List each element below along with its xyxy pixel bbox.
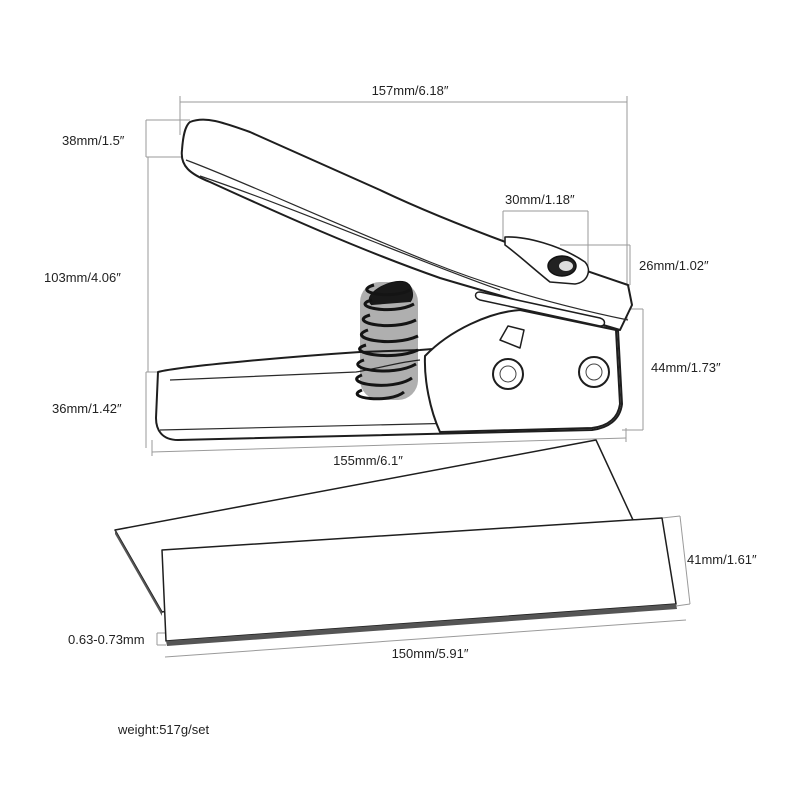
lever-handle (180, 118, 633, 331)
label-strip-length: 150mm/5.91″ (392, 646, 469, 661)
punch-tool (155, 118, 633, 441)
label-handle-thickness: 38mm/1.5″ (62, 133, 125, 148)
pivot-tab (499, 325, 525, 349)
rivet-left (492, 358, 524, 390)
label-total-length: 157mm/6.18″ (372, 83, 449, 98)
pick-strips (114, 439, 677, 646)
spring-coil (355, 280, 419, 401)
slot-roller-highlight (559, 261, 573, 271)
strip-back-side (115, 530, 162, 616)
label-strip-thickness: 0.63-0.73mm (68, 632, 145, 647)
label-strip-width: 41mm/1.61″ (687, 552, 757, 567)
label-base-height: 36mm/1.42″ (52, 401, 122, 416)
dimension-labels: 157mm/6.18″ 38mm/1.5″ 103mm/4.06″ 30mm/1… (44, 83, 757, 737)
label-total-height: 103mm/4.06″ (44, 270, 121, 285)
strip-front-edge (166, 604, 677, 646)
label-slot-height: 26mm/1.02″ (639, 258, 709, 273)
label-base-length: 155mm/6.1″ (333, 453, 403, 468)
rivet-right (578, 356, 610, 388)
label-weight: weight:517g/set (117, 722, 209, 737)
label-head-height: 44mm/1.73″ (651, 360, 721, 375)
label-slot-width: 30mm/1.18″ (505, 192, 575, 207)
